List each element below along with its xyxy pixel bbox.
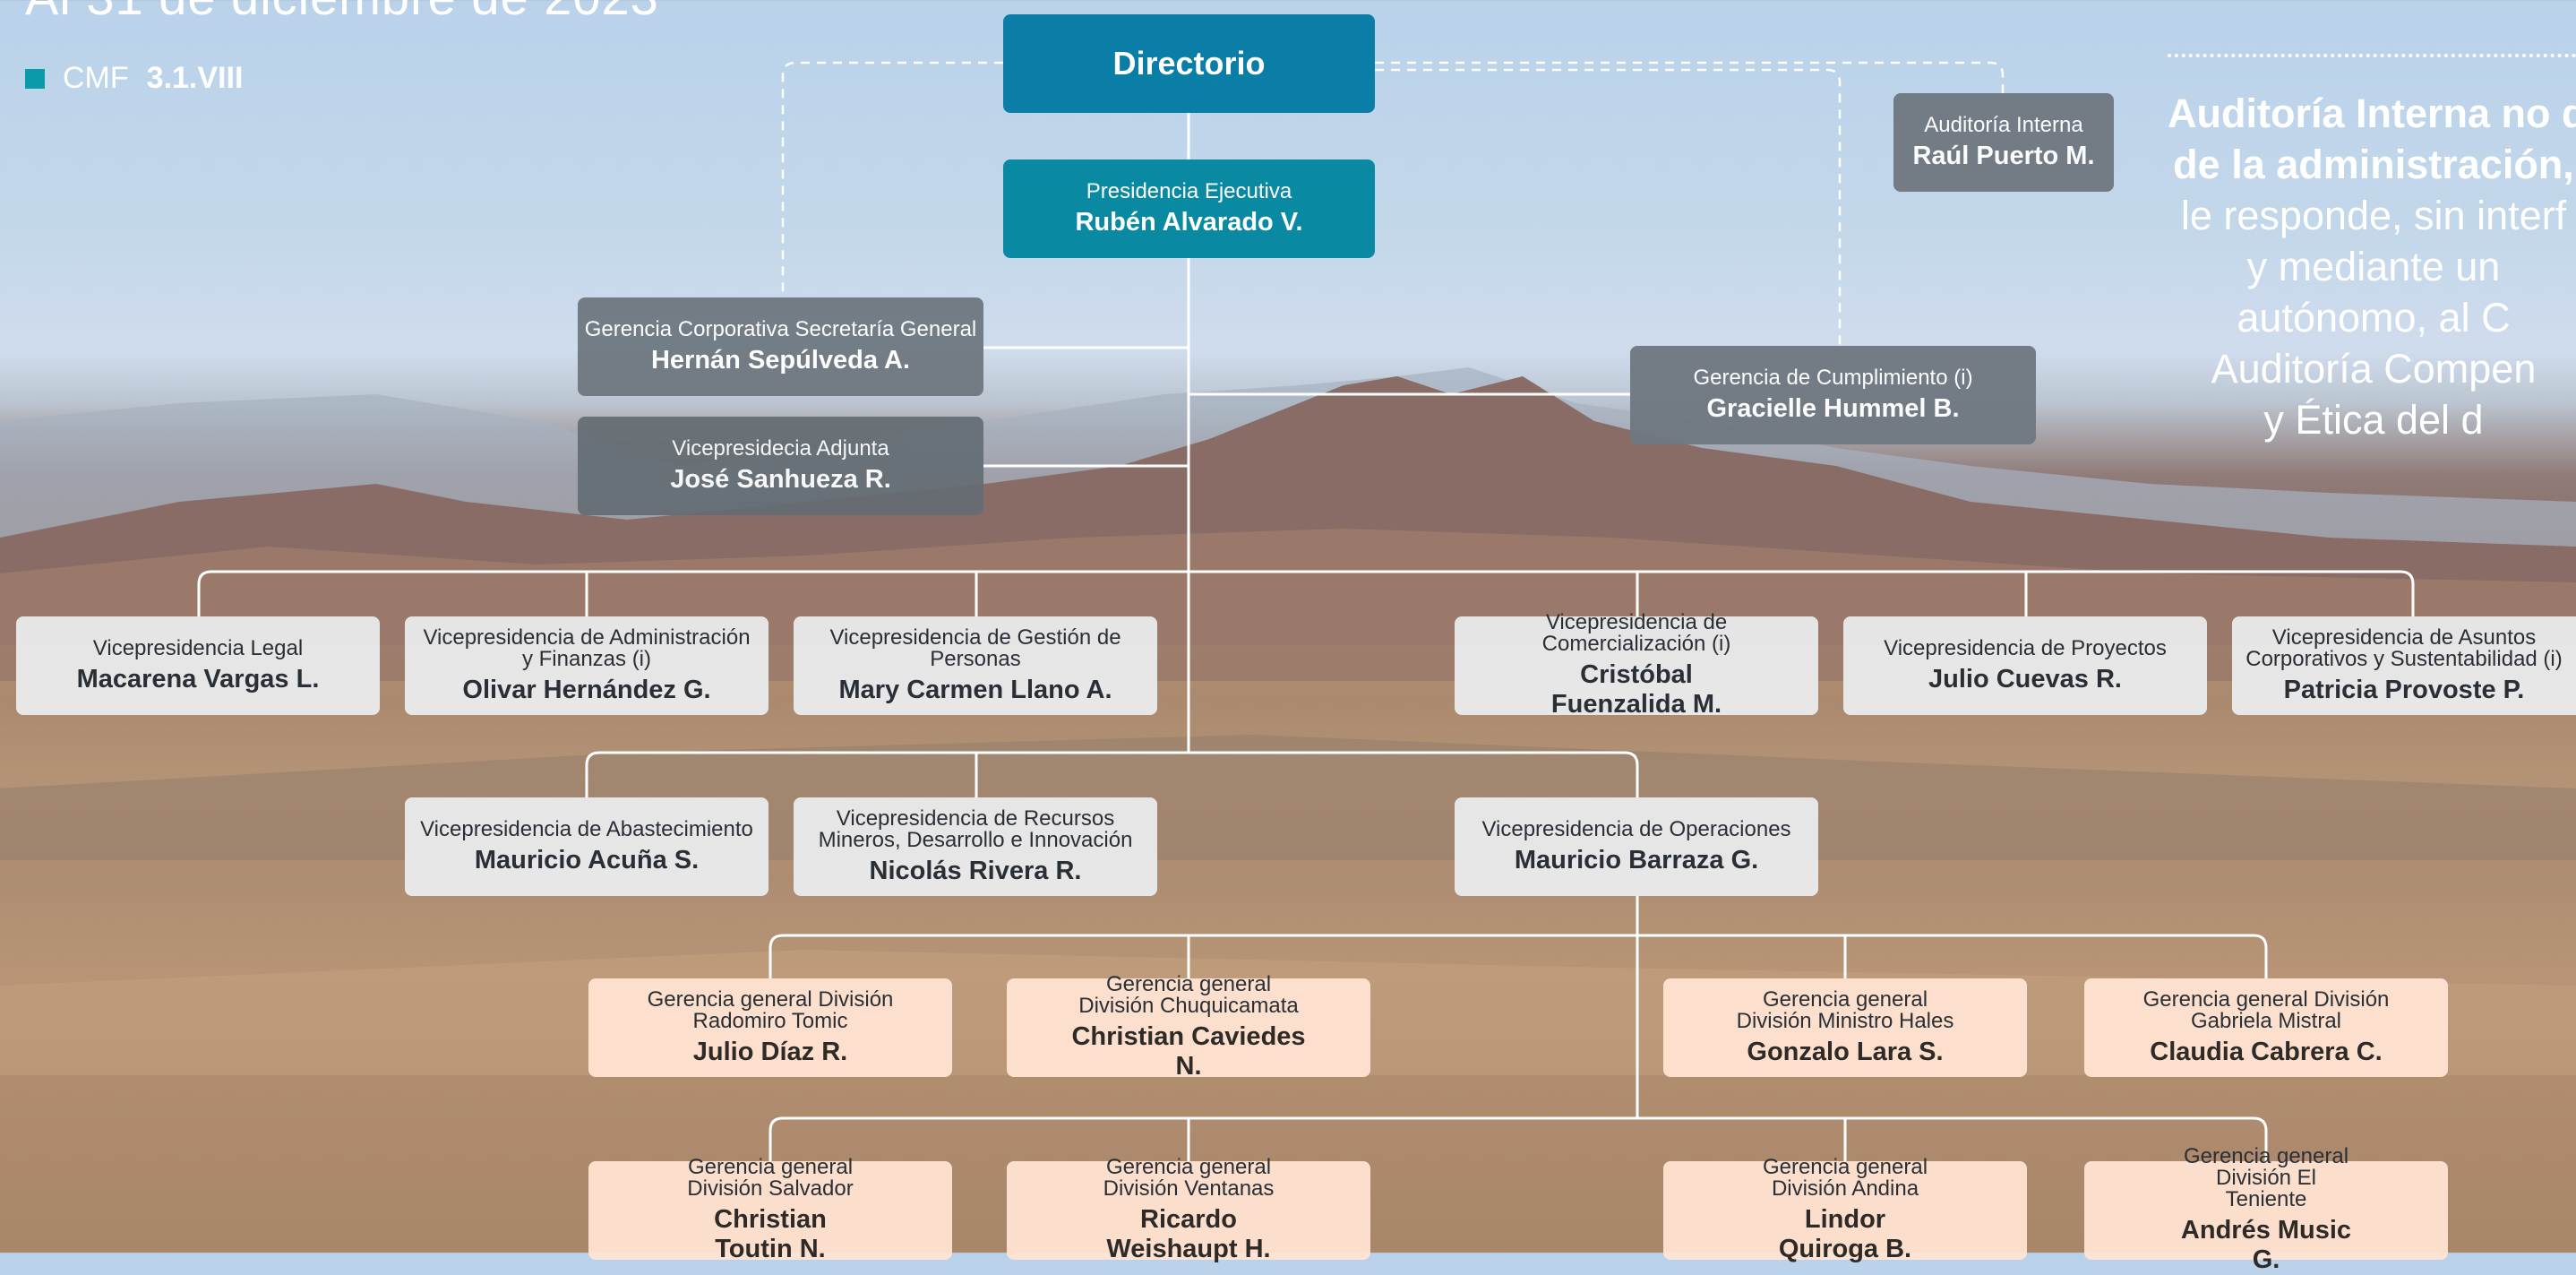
division-title: Gerencia general División Andina <box>1762 1155 1928 1201</box>
side-note-line: Auditoría Compen <box>2211 346 2537 392</box>
vp-title: Vicepresidencia Legal <box>92 635 304 660</box>
vp-title: Vicepresidencia de Operaciones <box>1481 816 1791 841</box>
vp-name: Mauricio Barraza G. <box>1514 845 1759 874</box>
vp-legal-box[interactable]: Vicepresidencia Legal Macarena Vargas L. <box>16 616 380 715</box>
side-note-line: Auditoría Interna no d <box>2168 90 2576 136</box>
vp-title: Vicepresidencia de Comercialización (i) <box>1541 610 1731 656</box>
vp-name: Patricia Provoste P. <box>2283 675 2525 704</box>
vp-comercializacion-box[interactable]: Vicepresidencia de Comercialización (i) … <box>1455 612 1818 719</box>
vp-title: Vicepresidencia de Recursos Mineros, Des… <box>818 805 1133 852</box>
cmf-code: 3.1.VIII <box>146 61 244 95</box>
vp-name: Macarena Vargas L. <box>76 664 320 693</box>
staff-name: Gracielle Hummel B. <box>1706 393 1960 423</box>
vp-personas-box[interactable]: Vicepresidencia de Gestión de Personas M… <box>794 616 1157 715</box>
vp-name: Olivar Hernández G. <box>462 675 711 704</box>
vp-proyectos-box[interactable]: Vicepresidencia de Proyectos Julio Cueva… <box>1843 616 2207 715</box>
division-el-teniente-box[interactable]: Gerencia general División El Teniente An… <box>2084 1146 2448 1274</box>
division-title: Gerencia general División Radomiro Tomic <box>647 986 894 1033</box>
page-title: Al 31 de diciembre de 2023 <box>25 0 659 26</box>
internal-audit-box[interactable]: Auditoría Interna Raúl Puerto M. <box>1893 93 2114 192</box>
division-salvador-box[interactable]: Gerencia general División Salvador Chris… <box>588 1157 952 1263</box>
division-title: Gerencia general División Ventanas <box>1103 1155 1275 1201</box>
division-title: Gerencia general División El Teniente <box>2183 1144 2349 1211</box>
division-title: Gerencia general División Ministro Hales <box>1736 986 1954 1033</box>
division-name: Lindor Quiroga B. <box>1778 1205 1912 1263</box>
vp-title: Vicepresidencia de Gestión de Personas <box>829 625 1121 671</box>
vp-title: Vicepresidencia de Administración y Fina… <box>423 625 751 671</box>
staff-title: Gerencia de Cumplimiento (i) <box>1693 365 1973 390</box>
side-note: Auditoría Interna no d de la administrac… <box>2168 88 2576 445</box>
vp-name: Cristóbal Fuenzalida M. <box>1550 660 1722 719</box>
division-radomiro-tomic-box[interactable]: Gerencia general División Radomiro Tomic… <box>588 978 952 1077</box>
division-name: Gonzalo Lara S. <box>1747 1037 1944 1066</box>
vp-asuntos-corporativos-box[interactable]: Vicepresidencia de Asuntos Corporativos … <box>2232 616 2576 715</box>
cmf-reference: CMF 3.1.VIII <box>25 61 243 96</box>
vp-operaciones-box[interactable]: Vicepresidencia de Operaciones Mauricio … <box>1455 797 1818 896</box>
side-note-line: le responde, sin interf <box>2180 193 2567 238</box>
side-note-line: y mediante un <box>2246 244 2501 289</box>
division-gabriela-mistral-box[interactable]: Gerencia general División Gabriela Mistr… <box>2084 978 2448 1077</box>
vp-name: Mauricio Acuña S. <box>474 845 700 874</box>
division-name: Andrés Music G. <box>2180 1216 2352 1274</box>
secretaria-general-box[interactable]: Gerencia Corporativa Secretaría General … <box>578 297 983 396</box>
internal-audit-name: Raúl Puerto M. <box>1912 141 2095 170</box>
division-title: Gerencia general División Chuquicamata <box>1078 972 1299 1018</box>
division-chuquicamata-box[interactable]: Gerencia general División Chuquicamata C… <box>1007 974 1370 1081</box>
division-name: Claudia Cabrera C. <box>2150 1037 2383 1066</box>
vp-name: Julio Cuevas R. <box>1928 664 2122 693</box>
vp-title: Vicepresidencia de Proyectos <box>1884 635 2167 660</box>
ceo-title: Presidencia Ejecutiva <box>1086 178 1292 203</box>
vp-name: Mary Carmen Llano A. <box>838 675 1112 704</box>
board-box[interactable]: Directorio <box>1003 14 1375 113</box>
internal-audit-title: Auditoría Interna <box>1924 112 2083 137</box>
division-name: Christian Caviedes N. <box>1071 1022 1306 1081</box>
vp-abastecimiento-box[interactable]: Vicepresidencia de Abastecimiento Mauric… <box>405 797 769 896</box>
side-note-line: y Ética del d <box>2263 397 2484 443</box>
side-note-line: autónomo, al C <box>2237 295 2511 340</box>
vp-title: Vicepresidencia de Abastecimiento <box>420 816 753 841</box>
division-ventanas-box[interactable]: Gerencia general División Ventanas Ricar… <box>1007 1157 1370 1263</box>
vp-title: Vicepresidencia de Asuntos Corporativos … <box>2245 625 2563 671</box>
vp-recursos-mineros-box[interactable]: Vicepresidencia de Recursos Mineros, Des… <box>794 797 1157 896</box>
division-name: Christian Toutin N. <box>714 1205 827 1263</box>
side-note-divider <box>2168 54 2576 57</box>
division-title: Gerencia general División Gabriela Mistr… <box>2142 986 2390 1033</box>
division-name: Ricardo Weishaupt H. <box>1106 1205 1271 1263</box>
division-andina-box[interactable]: Gerencia general División Andina Lindor … <box>1663 1157 2027 1263</box>
staff-title: Gerencia Corporativa Secretaría General <box>584 316 977 341</box>
cmf-square-icon <box>25 68 45 89</box>
division-ministro-hales-box[interactable]: Gerencia general División Ministro Hales… <box>1663 978 2027 1077</box>
vp-name: Nicolás Rivera R. <box>869 856 1082 885</box>
staff-name: Hernán Sepúlveda A. <box>650 345 910 375</box>
staff-name: José Sanhueza R. <box>670 464 891 494</box>
cumplimiento-box[interactable]: Gerencia de Cumplimiento (i) Gracielle H… <box>1630 346 2036 444</box>
ceo-box[interactable]: Presidencia Ejecutiva Rubén Alvarado V. <box>1003 159 1375 258</box>
vp-administracion-box[interactable]: Vicepresidencia de Administración y Fina… <box>405 616 769 715</box>
division-title: Gerencia general División Salvador <box>687 1155 854 1201</box>
cmf-prefix: CMF <box>63 61 129 95</box>
side-note-line: de la administración, <box>2173 142 2574 187</box>
division-name: Julio Díaz R. <box>692 1037 848 1066</box>
ceo-name: Rubén Alvarado V. <box>1075 207 1303 237</box>
staff-title: Vicepresidecia Adjunta <box>672 435 889 461</box>
board-title: Directorio <box>1112 45 1266 82</box>
vicepresidencia-adjunta-box[interactable]: Vicepresidecia Adjunta José Sanhueza R. <box>578 417 983 515</box>
